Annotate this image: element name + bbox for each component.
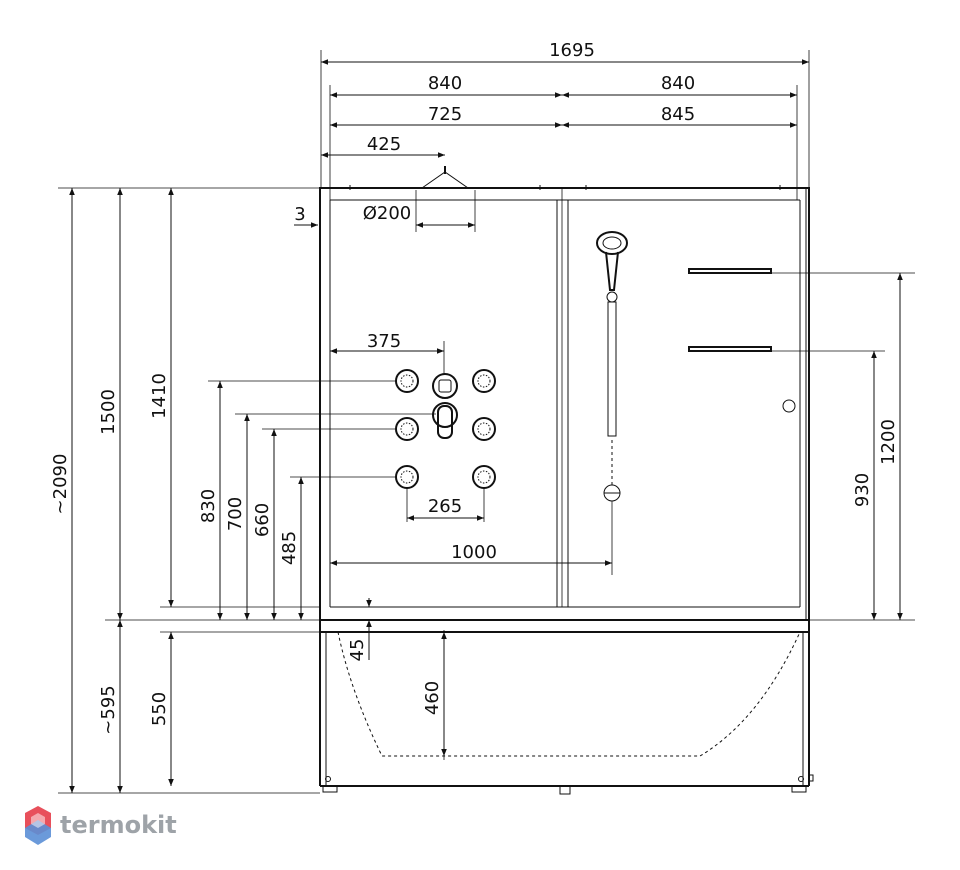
jet-icon [395, 369, 419, 393]
dim-rail-offset: 1000 [451, 542, 497, 563]
jet-icon [395, 465, 419, 489]
dim-tub-depth: 460 [422, 681, 443, 715]
brand-name: termokit [60, 811, 177, 839]
dim-left-inner: 725 [428, 104, 462, 125]
dim-cabin-height: 1500 [98, 389, 119, 435]
bathtub [319, 619, 814, 795]
dim-tub-step: 45 [347, 639, 368, 662]
rain-shower-icon [420, 166, 470, 189]
mixer-tap-icon [432, 373, 458, 439]
jet-icon [472, 465, 496, 489]
dim-shelf-top: 1200 [878, 419, 899, 465]
hand-shower-icon [596, 231, 628, 502]
termokit-logo: termokit [25, 806, 177, 845]
dim-head-offset: 425 [367, 134, 401, 155]
door-handle-icon [782, 399, 796, 413]
jet-icon [395, 417, 419, 441]
dim-jet-bottom: 485 [279, 531, 300, 565]
dim-jet-top: 830 [198, 489, 219, 523]
cabin-outline [319, 185, 810, 621]
dim-total-width: 1695 [549, 40, 595, 61]
dim-right-inner: 845 [661, 104, 695, 125]
jet-icon [472, 417, 496, 441]
shelves [688, 268, 772, 352]
dim-jet-spacing: 265 [428, 496, 462, 517]
dim-tub-height: 550 [149, 692, 170, 726]
dim-shelf-low: 930 [852, 473, 873, 507]
dim-total-height: ~2090 [50, 454, 71, 515]
dim-right-width: 840 [661, 73, 695, 94]
dim-jet-mid2: 660 [252, 503, 273, 537]
dim-head-diameter: Ø200 [363, 203, 412, 224]
dimension-lines [69, 59, 903, 793]
dim-panel-height: 1410 [149, 373, 170, 419]
dim-gap: 3 [294, 204, 305, 225]
massage-jets [395, 369, 496, 489]
dim-left-width: 840 [428, 73, 462, 94]
dim-panel-offset: 375 [367, 331, 401, 352]
hexagon-logo-icon [25, 806, 51, 845]
dimension-labels: 1695 840 840 725 845 425 3 Ø200 375 265 … [50, 40, 899, 735]
extension-lines [58, 50, 915, 794]
jet-icon [472, 369, 496, 393]
dim-jet-mid1: 700 [225, 497, 246, 531]
dim-base-height: ~595 [98, 685, 119, 734]
